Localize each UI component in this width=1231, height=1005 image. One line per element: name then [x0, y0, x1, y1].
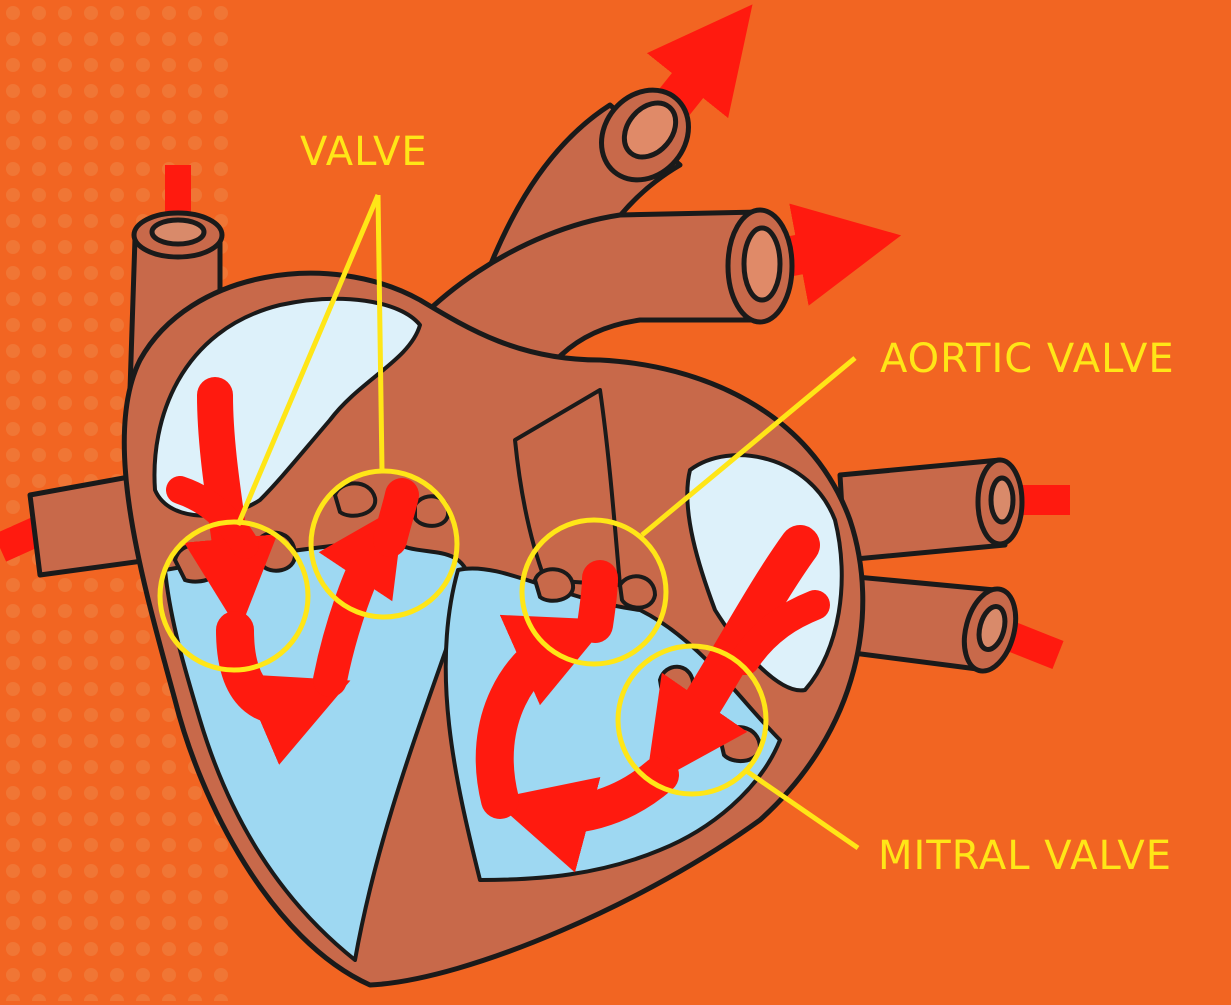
- flow-arrow-into-right-atrium: [215, 395, 235, 585]
- aorta-lumen: [744, 228, 780, 300]
- valve-label: VALVE: [300, 132, 428, 172]
- superior-vena-cava-lumen: [152, 220, 204, 244]
- tricuspid-flap-right: [255, 533, 295, 571]
- aortic-valve-label: AORTIC VALVE: [880, 339, 1175, 379]
- aortic-flap-left: [535, 569, 573, 600]
- flow-arrow-pulmonary-exit: [390, 495, 402, 540]
- pulmonary-flap-left: [335, 483, 375, 515]
- pulmonary-vein-upper-lumen: [991, 478, 1013, 522]
- flow-arrow-aorta-entry: [595, 578, 600, 625]
- aortic-flap-right: [620, 576, 655, 607]
- mitral-valve-label: MITRAL VALVE: [878, 836, 1172, 876]
